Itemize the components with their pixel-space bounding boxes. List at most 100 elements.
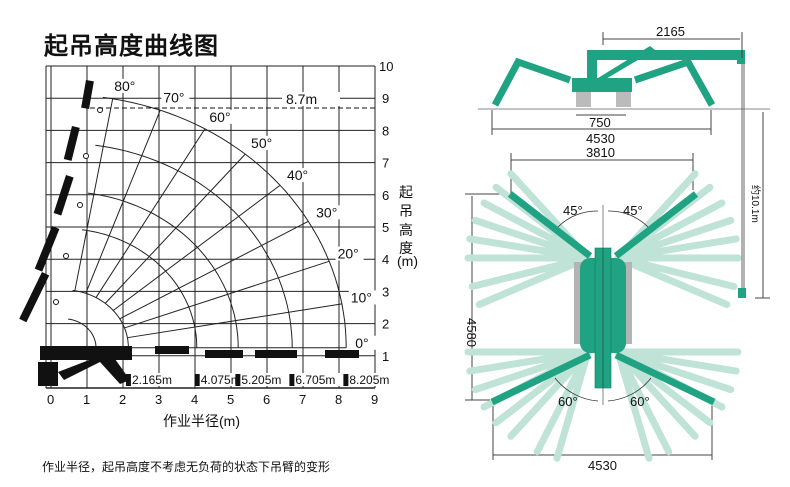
x-tick-label: 4 (191, 392, 198, 407)
crane-silhouettes (19, 80, 359, 386)
angle-label: 70° (163, 90, 184, 106)
radius-label-bg (294, 373, 341, 386)
angle-label: 30° (316, 204, 337, 220)
angle-label-bg (112, 78, 141, 93)
track-width-dim: 750 (589, 115, 611, 130)
y-axis-label: 起 吊 高 度 (m) (397, 184, 418, 269)
radius-label: 2.165m (132, 373, 172, 387)
angle-label-bg (353, 335, 382, 350)
radius-label: 6.705m (295, 373, 335, 387)
x-tick-label: 1 (83, 392, 90, 407)
footnote-caption: 作业半径，起吊高度不考虑无负荷的状态下吊臂的变形 (42, 460, 331, 474)
angle-label-bg (348, 290, 377, 305)
hook-icon (77, 202, 83, 208)
outrigger-ghost (614, 348, 653, 462)
radius-arc (68, 318, 97, 348)
radius-label-bg (199, 373, 246, 386)
angle-label: 80° (114, 78, 135, 94)
angle-label-bg (314, 205, 343, 220)
x-tick-label: 7 (299, 392, 306, 407)
crane-boom-horizontal (325, 350, 359, 358)
y-tick-label: 10 (379, 59, 393, 74)
outrigger-ghost (507, 348, 592, 440)
crane-boom-horizontal (255, 350, 297, 358)
rear-angle-left: 60° (558, 394, 578, 409)
hook-icon (63, 253, 69, 259)
y-label-char: (m) (397, 253, 418, 269)
outrigger-ghost (614, 254, 731, 308)
x-tick-label: 0 (47, 392, 54, 407)
angle-ray (112, 184, 281, 311)
radius-label: 4.075m (201, 373, 241, 387)
boom-tip (53, 175, 74, 216)
crane-base-boom (40, 346, 132, 360)
x-tick-label: 2 (119, 392, 126, 407)
y-tick-label: 3 (382, 284, 389, 299)
top-view-machine (490, 191, 716, 406)
page-title: 起吊高度曲线图 (44, 32, 219, 60)
radius-label-bg (130, 373, 177, 386)
max-height-label: 8.7m (286, 91, 317, 107)
y-tick-label: 2 (382, 317, 389, 332)
y-label-char: 高 (399, 222, 413, 238)
y-tick-label: 8 (382, 123, 389, 138)
y-tick-label: 9 (382, 91, 389, 106)
radius-label-bg (348, 373, 395, 386)
angle-ray (124, 260, 330, 329)
y-tick-label: 7 (382, 156, 389, 171)
front-angle-left: 45° (563, 203, 583, 218)
y-tick-label: 6 (382, 188, 389, 203)
angle-label: 10° (351, 289, 372, 305)
radius-arcs (68, 96, 347, 348)
radius-label-bg (240, 373, 287, 386)
max-lift-height-dim: 约10.1m (749, 185, 762, 223)
y-tick-label: 5 (382, 220, 389, 235)
radius-label: 8.205m (349, 373, 389, 387)
angle-label-bg (161, 90, 190, 105)
side-view-machine (478, 46, 770, 298)
angle-ray (85, 110, 161, 294)
rear-angle-right: 60° (630, 394, 650, 409)
angle-label: 60° (209, 109, 230, 125)
boom-reach-dim: 2165 (656, 24, 685, 39)
front-span-dim: 3810 (586, 145, 615, 160)
boom-tip (34, 226, 60, 272)
crane-body (38, 362, 58, 386)
radius-arc (102, 96, 347, 348)
radius-arc (87, 192, 239, 348)
angle-ray (95, 128, 206, 298)
side-span-dim: 4530 (586, 131, 615, 146)
hook-marker (289, 374, 295, 386)
hook-marker (194, 374, 200, 386)
outrigger-ghost (553, 348, 592, 462)
boom-tip (19, 272, 50, 323)
angle-ray (127, 303, 342, 339)
y-label-char: 吊 (399, 203, 413, 219)
y-label-char: 度 (399, 240, 413, 256)
y-tick-label: 4 (382, 252, 389, 267)
y-label-char: 起 (399, 184, 413, 200)
angle-label-bg (249, 135, 278, 150)
dimension-lines (465, 32, 770, 460)
front-angle-right: 45° (623, 203, 643, 218)
outrigger-ghost (614, 348, 699, 440)
x-tick-label: 9 (371, 392, 378, 407)
hook-marker (343, 374, 349, 386)
angle-label: 40° (287, 167, 308, 183)
length-dim: 4580 (464, 318, 479, 347)
x-tick-label: 8 (335, 392, 342, 407)
angle-label: 0° (355, 335, 368, 351)
radius-arc (95, 144, 293, 348)
angle-label-bg (207, 109, 236, 124)
angle-ray (119, 220, 309, 320)
crane-boom-horizontal (205, 350, 243, 358)
crane-arm (58, 352, 130, 384)
angle-arcs (554, 210, 652, 402)
crane-boom-horizontal (155, 346, 189, 354)
chart-grid (45, 65, 376, 389)
x-axis-label: 作业半径(m) (163, 413, 240, 429)
angle-ray (104, 153, 246, 304)
boom-tip (63, 126, 80, 161)
boom-tip (81, 80, 94, 109)
